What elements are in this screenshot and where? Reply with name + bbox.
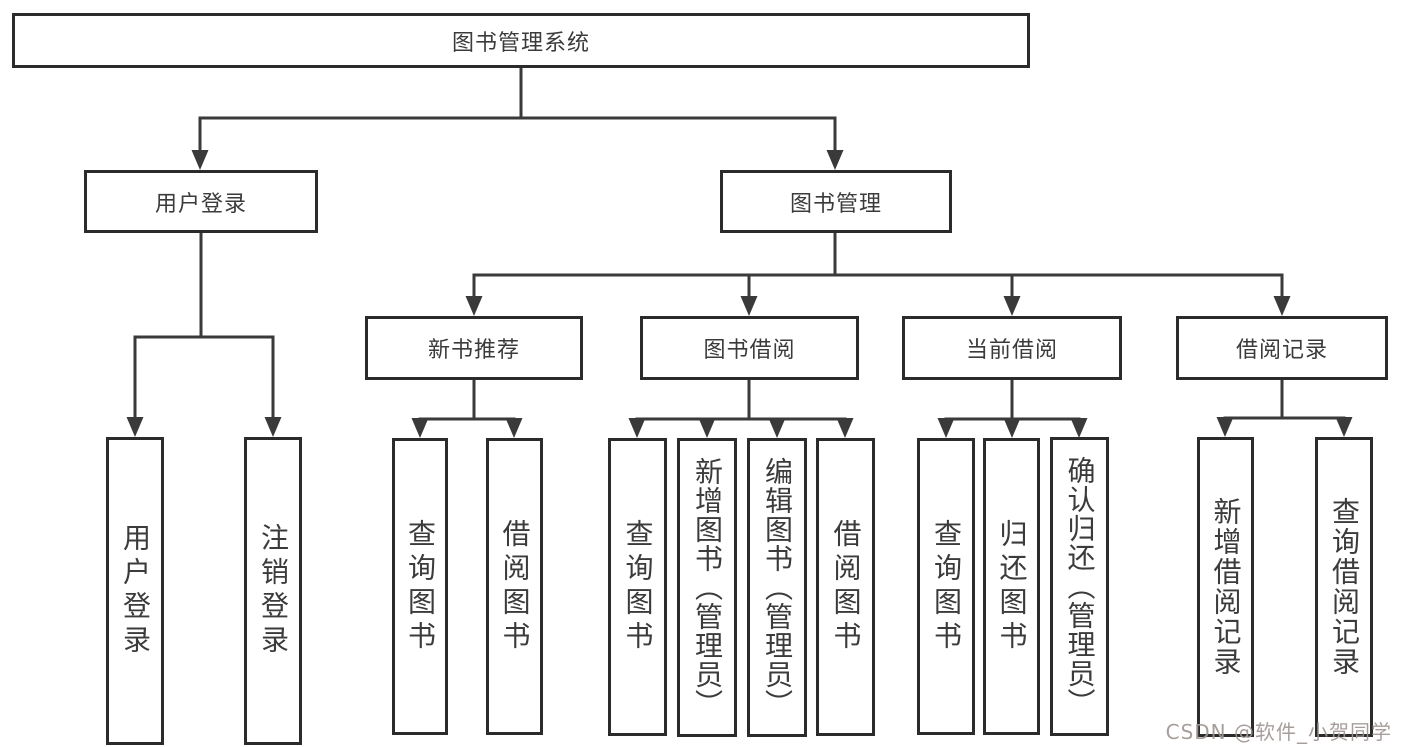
node-label: 新书推荐 xyxy=(427,338,520,363)
leaf-user-login: 用户登录 xyxy=(106,437,164,745)
node-label: 借阅记录 xyxy=(1235,338,1328,363)
node-root: 图书管理系统 xyxy=(12,13,1030,68)
leaf-add-borrow-record: 新增借阅记录 xyxy=(1197,437,1254,737)
node-label: 用户登录 xyxy=(119,523,152,659)
leaf-query-borrow-record: 查询借阅记录 xyxy=(1315,437,1373,737)
leaf-borrow-book-1: 借阅图书 xyxy=(486,438,543,735)
leaf-query-book-1: 查询图书 xyxy=(392,438,448,735)
node-label: 借阅图书 xyxy=(498,518,532,655)
node-label: 用户登录 xyxy=(154,191,247,217)
node-label: 查询图书 xyxy=(930,518,963,655)
node-book-borrowing: 图书借阅 xyxy=(640,316,859,380)
node-label: 编辑图书（管理员） xyxy=(761,457,794,718)
leaf-borrow-book-2: 借阅图书 xyxy=(816,438,875,736)
node-label: 确认归还（管理员） xyxy=(1063,456,1097,717)
node-label: 新增图书（管理员） xyxy=(691,457,724,718)
node-user-login-branch: 用户登录 xyxy=(84,170,318,233)
node-label: 归还图书 xyxy=(995,518,1029,655)
node-label: 查询图书 xyxy=(621,519,655,655)
node-label: 查询借阅记录 xyxy=(1328,497,1361,677)
node-label: 图书管理系统 xyxy=(451,30,590,56)
node-borrow-records: 借阅记录 xyxy=(1176,316,1388,380)
node-current-borrowing: 当前借阅 xyxy=(902,316,1122,380)
leaf-logout: 注销登录 xyxy=(244,437,302,745)
node-label: 当前借阅 xyxy=(965,338,1058,363)
leaf-confirm-return-admin: 确认归还（管理员） xyxy=(1050,437,1109,736)
node-label: 查询图书 xyxy=(404,518,437,655)
leaf-edit-book-admin: 编辑图书（管理员） xyxy=(747,438,807,737)
node-label: 图书借阅 xyxy=(703,338,796,363)
leaf-query-book-3: 查询图书 xyxy=(917,438,975,735)
node-label: 图书管理 xyxy=(789,191,882,217)
node-label: 新增借阅记录 xyxy=(1209,497,1243,677)
watermark: CSDN @软件_小贺同学 xyxy=(1165,720,1392,744)
node-new-book-recommend: 新书推荐 xyxy=(365,316,583,380)
leaf-add-book-admin: 新增图书（管理员） xyxy=(677,438,737,737)
leaf-query-book-2: 查询图书 xyxy=(608,438,667,736)
node-book-management: 图书管理 xyxy=(720,170,952,233)
node-label: 注销登录 xyxy=(257,523,290,659)
node-label: 借阅图书 xyxy=(829,519,863,655)
leaf-return-book: 归还图书 xyxy=(983,438,1040,735)
